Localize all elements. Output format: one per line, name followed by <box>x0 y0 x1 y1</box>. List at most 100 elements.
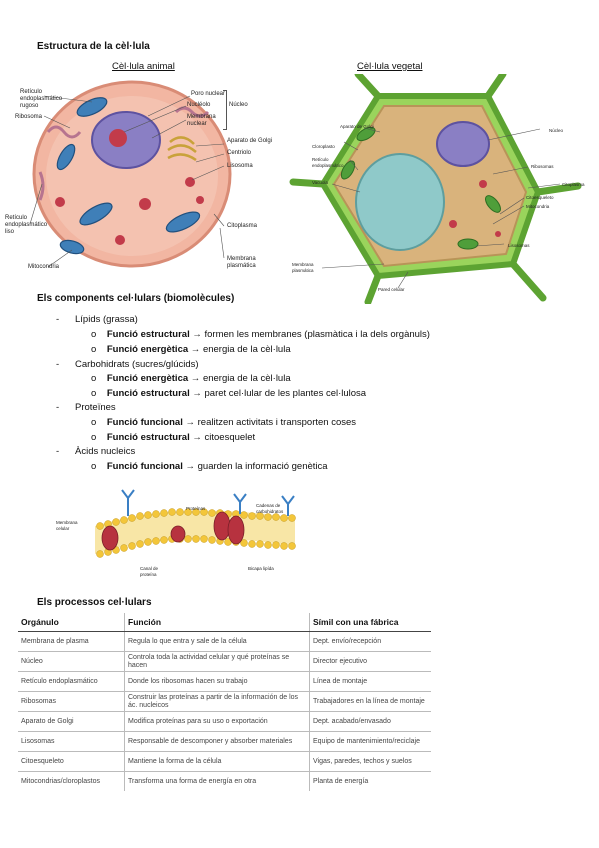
plant-label-er: Retículo endoplasmático <box>312 157 344 168</box>
plant-label-cytoplasm: Citoplasma <box>562 182 585 187</box>
label-golgi: Aparato de Golgi <box>227 138 273 144</box>
label-nuclear-membrane: Membrana nuclear <box>187 114 216 127</box>
carbohydrate-chain-shape <box>121 489 135 516</box>
page-title: Estructura de la cèl·lula <box>37 41 150 52</box>
table-cell: Mitocondrias/cloroplastos <box>18 771 125 791</box>
plant-label-chloroplast: Cloroplasto <box>312 144 335 149</box>
table-cell: Citoesqueleto <box>18 751 125 772</box>
label-smooth-er: Retículo endoplasmático liso <box>5 215 48 235</box>
membrane-label-channel: Canal de proteína <box>140 566 159 577</box>
mitochondrion-shape <box>76 97 108 117</box>
label-nuclear-pore: Poro nuclear <box>191 91 226 97</box>
chloroplast-shape <box>356 126 376 142</box>
nucleus-bracket <box>223 90 227 130</box>
mitochondrion-shape <box>79 202 113 226</box>
column-header: Símil con una fábrica <box>309 613 431 632</box>
plant-label-nucleus: Núcleo <box>549 128 564 133</box>
table-cell: Dept. acabado/envasado <box>309 711 431 732</box>
mitochondrion-shape <box>59 239 85 255</box>
column-header: Función <box>124 613 310 632</box>
membrane-protein-shape <box>213 511 231 541</box>
animal-cell-heading: Cèl·lula animal <box>112 61 175 72</box>
lipid-bilayer-shape <box>95 510 295 554</box>
membrane-label-carbohydrates: Cadenas de carbohidratos <box>256 503 284 514</box>
table-row: Núcleo Controla toda la actividad celula… <box>18 651 431 672</box>
table-header-row: Orgánulo Función Símil con una fábrica <box>18 613 431 632</box>
components-heading: Els components cel·lulars (biomolècules) <box>37 293 235 304</box>
list-item: o Funció energètica → energia de la cèl·… <box>91 344 291 355</box>
membrane-label-bilayer: Bicapa lipída <box>248 566 274 571</box>
plant-cell-diagram <box>289 74 582 304</box>
table-cell: Retículo endoplasmático <box>18 671 125 692</box>
list-item: o Funció estructural → paret cel·lular d… <box>91 388 367 399</box>
chloroplast-shape <box>485 195 501 213</box>
mitochondrion-shape <box>56 143 76 171</box>
list-item: o Funció funcional → guarden la informac… <box>91 461 328 472</box>
table-cell: Planta de energía <box>309 771 431 791</box>
list-item: o Funció estructural → citoesquelet <box>91 432 256 443</box>
processes-heading: Els processos cel·lulars <box>37 597 152 608</box>
table-cell: Línea de montaje <box>309 671 431 692</box>
table-cell: Trabajadores en la línea de montaje <box>309 691 431 712</box>
label-lysosome: Lisosoma <box>227 163 253 169</box>
plant-label-cell-wall: Pared celular <box>378 287 405 292</box>
table-cell: Lisosomas <box>18 731 125 752</box>
table-cell: Vigas, paredes, techos y suelos <box>309 751 431 772</box>
table-cell: Modifica proteínas para su uso o exporta… <box>124 711 310 732</box>
carbohydrate-chain-shape <box>233 493 247 514</box>
table-row: Citoesqueleto Mantiene la forma de la cé… <box>18 751 431 772</box>
table-row: Ribosomas Construir las proteínas a part… <box>18 691 431 712</box>
table-row: Lisosomas Responsable de descomponer y a… <box>18 731 431 752</box>
processes-table: Orgánulo Función Símil con una fábrica M… <box>18 613 431 791</box>
column-header: Orgánulo <box>18 613 125 632</box>
plant-label-membrane: Membrana plasmática <box>292 262 314 273</box>
golgi-shape <box>169 136 195 145</box>
list-item: - Carbohidrats (sucres/glúcids) <box>56 359 199 370</box>
plant-nucleus-shape <box>436 121 490 167</box>
animal-cell-diagram <box>29 80 232 268</box>
mitochondrion-shape <box>165 211 201 233</box>
table-row: Retículo endoplasmático Donde los riboso… <box>18 671 431 692</box>
list-item: o Funció energètica → energia de la cèl·… <box>91 373 291 384</box>
table-cell: Aparato de Golgi <box>18 711 125 732</box>
table-cell: Núcleo <box>18 651 125 672</box>
membrane-label-proteins: Proteínas <box>186 506 206 511</box>
vacuole-shape <box>355 153 445 251</box>
membrane-label-membrane: Membrana celular <box>56 520 78 531</box>
nucleolus-shape <box>109 129 127 147</box>
label-nucleus: Núcleo <box>229 102 248 108</box>
list-item: o Funció funcional → realitzen activitat… <box>91 417 357 428</box>
table-cell: Dept. envío/recepción <box>309 631 431 652</box>
plant-label-mitochondrion: Mitocondria <box>526 204 550 209</box>
label-ribosome: Ribosoma <box>15 114 43 120</box>
table-cell: Mantiene la forma de la célula <box>124 751 310 772</box>
chloroplast-shape <box>340 160 356 180</box>
table-cell: Ribosomas <box>18 691 125 712</box>
list-item: - Lípids (grassa) <box>56 314 138 325</box>
cell-membrane-diagram <box>95 489 296 558</box>
list-item: o Funció estructural → formen les membra… <box>91 329 430 340</box>
carbohydrate-chain-shape <box>281 495 295 516</box>
plant-label-golgi: Aparato de Golgi <box>340 124 374 129</box>
label-cytoplasm: Citoplasma <box>227 223 258 229</box>
table-row: Aparato de Golgi Modifica proteínas para… <box>18 711 431 732</box>
plant-label-vacuole: Vacuola <box>312 180 328 185</box>
plant-label-ribosomes: Ribosomas <box>531 164 554 169</box>
table-cell: Membrana de plasma <box>18 631 125 652</box>
plant-label-cytoskeleton: Citoesqueleto <box>526 195 554 200</box>
table-row: Membrana de plasma Regula lo que entra y… <box>18 631 431 652</box>
list-item: - Àcids nucleics <box>56 446 136 457</box>
plant-cell-heading: Cèl·lula vegetal <box>357 61 423 72</box>
table-cell: Construir las proteínas a partir de la i… <box>124 691 310 712</box>
membrane-protein-shape <box>101 525 119 551</box>
table-cell: Equipo de mantenimiento/reciclaje <box>309 731 431 752</box>
table-row: Mitocondrias/cloroplastos Transforma una… <box>18 771 431 791</box>
label-centriole: Centriolo <box>227 150 252 156</box>
membrane-protein-shape <box>170 525 186 543</box>
table-cell: Donde los ribosomas hacen su trabajo <box>124 671 310 692</box>
plant-label-lysosomes: Lisosomas <box>508 243 530 248</box>
label-nucleolus: Nucléolo <box>187 102 211 108</box>
table-cell: Controla toda la actividad celular y qué… <box>124 651 310 672</box>
label-rough-er: Retículo endoplasmático rugoso <box>20 89 63 109</box>
label-plasma-membrane: Membrana plasmática <box>227 256 256 269</box>
